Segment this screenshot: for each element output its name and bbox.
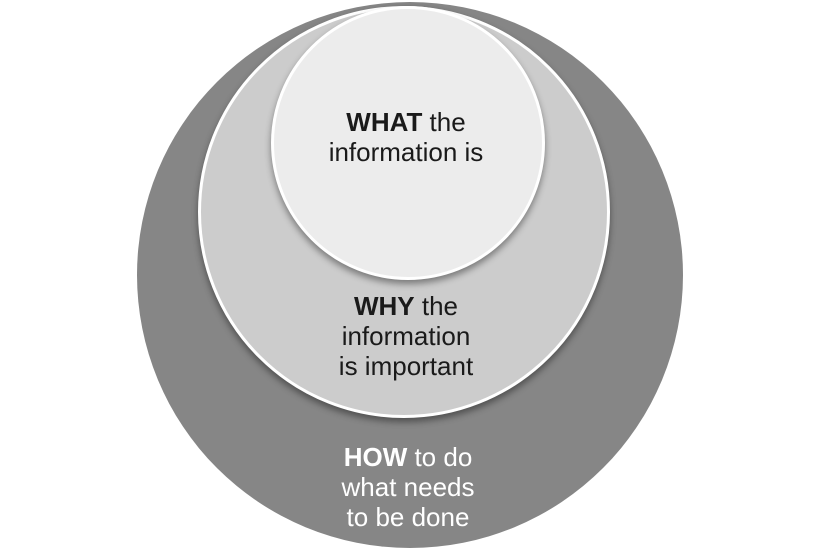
what-label-line-1: WHAT the: [256, 107, 556, 137]
why-label-bold: WHY: [353, 291, 415, 321]
what-label-bold: WHAT: [346, 107, 423, 137]
what-circle-label: WHAT the information is: [256, 107, 556, 167]
how-label-bold: HOW: [343, 442, 408, 472]
how-label-rest: to do: [407, 442, 473, 472]
what-label-rest: the: [422, 107, 466, 137]
how-circle-label: HOW to do what needs to be done: [258, 442, 558, 532]
why-label-rest: the: [414, 291, 459, 321]
how-label-line-2: what needs: [341, 472, 475, 502]
why-label-line-3: is important: [338, 351, 474, 381]
what-circle: [271, 6, 545, 280]
how-label-line-3: to be done: [346, 502, 470, 532]
how-label-line-1: HOW to do: [258, 442, 558, 472]
why-circle-label: WHY the information is important: [256, 291, 556, 381]
why-label-line-2: information: [341, 321, 471, 351]
what-label-line-2: information is: [328, 137, 484, 167]
why-label-line-1: WHY the: [256, 291, 556, 321]
